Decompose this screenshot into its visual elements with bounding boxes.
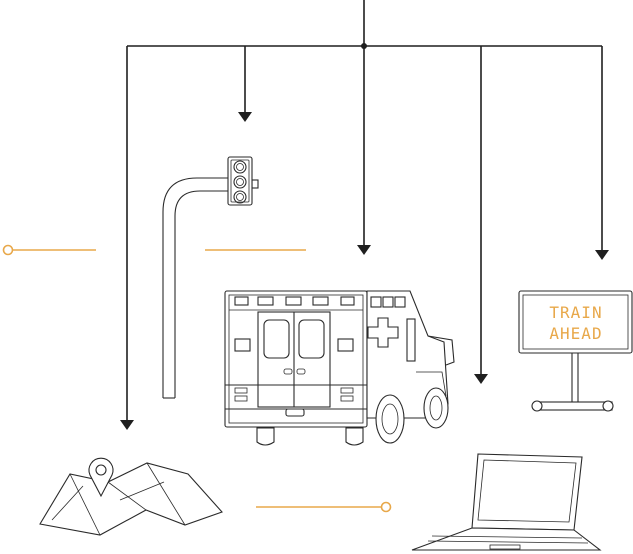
arrow-to-sign-icon [595, 250, 609, 260]
sign-text-line-1: TRAIN [549, 303, 602, 322]
sign-text-line-2: AHEAD [549, 324, 602, 343]
signal-origin-node [2, 244, 14, 256]
signal-accent-lines [2, 244, 392, 513]
arrow-to-laptop-icon [474, 374, 488, 384]
traffic-light-icon [162, 156, 259, 399]
connector-lines [120, 0, 609, 430]
arrow-to-traffic-light-icon [238, 112, 252, 122]
arrow-to-ambulance-icon [357, 245, 371, 255]
laptop-icon [411, 453, 602, 551]
ambulance-icon [224, 290, 455, 446]
signal-end-node [380, 501, 392, 513]
arrow-to-map-icon [120, 420, 134, 430]
map-pin-icon [39, 457, 223, 536]
message-sign-icon: TRAIN AHEAD [518, 290, 633, 412]
